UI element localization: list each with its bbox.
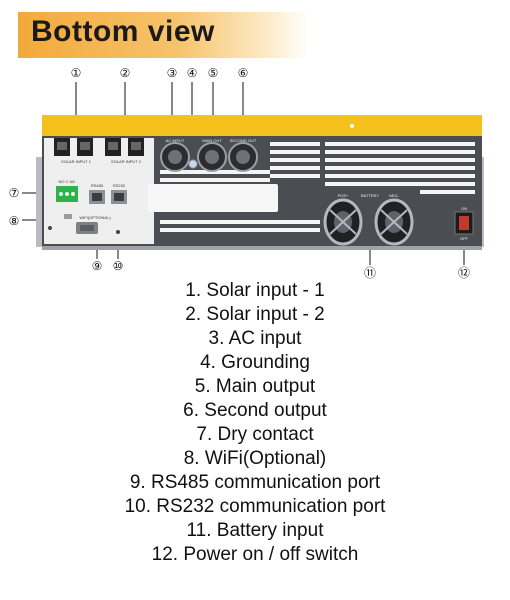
solar2-label: SOLAR INPUT 2 xyxy=(111,159,142,164)
callout-8: ⑧ xyxy=(9,214,20,228)
inverter-bottom-diagram: ① ② ③ ④ ⑤ ⑥ ⑦ ⑧ ⑨ ⑩ ⑪ ⑫ xyxy=(9,66,484,280)
callout-6: ⑥ xyxy=(238,66,249,80)
callout-5: ⑤ xyxy=(208,66,219,80)
second-output-gland xyxy=(228,142,258,172)
callout-4: ④ xyxy=(187,66,198,80)
wifi-label: WIFI(OPTIONAL) xyxy=(79,215,111,220)
legend-list: 1. Solar input - 1 2. Solar input - 2 3.… xyxy=(0,279,510,567)
rs232-label: RS232 xyxy=(113,183,126,188)
rs232-port xyxy=(111,190,127,204)
device-top-edge xyxy=(42,115,482,137)
rs485-port xyxy=(89,190,105,204)
battery-positive-gland xyxy=(323,198,363,246)
legend-item-11: 11. Battery input xyxy=(186,520,324,541)
second-out-label: SECOND OUT xyxy=(230,138,257,143)
callout-11: ⑪ xyxy=(364,266,376,280)
rs485-label: RS485 xyxy=(91,183,104,188)
solar-input-2-terminal xyxy=(105,138,144,156)
legend-item-3: 3. AC input xyxy=(208,328,302,349)
page-title: Bottom view xyxy=(31,15,215,48)
dry-contact-label: NO C NC xyxy=(59,179,76,184)
wifi-port xyxy=(64,214,98,234)
main-out-label: MAIN OUT xyxy=(202,138,222,143)
switch-on-label: ON xyxy=(461,206,467,211)
callout-10: ⑩ xyxy=(113,259,124,273)
legend-item-6: 6. Second output xyxy=(183,400,327,421)
main-output-gland xyxy=(197,142,227,172)
legend-item-9: 9. RS485 communication port xyxy=(129,472,381,493)
grounding-screw xyxy=(188,159,198,169)
left-bracket xyxy=(36,157,44,247)
battery-negative-gland xyxy=(374,198,414,246)
legend-item-12: 12. Power on / off switch xyxy=(151,544,359,565)
legend-item-1: 1. Solar input - 1 xyxy=(185,280,325,301)
ac-input-gland xyxy=(160,142,190,172)
legend-item-5: 5. Main output xyxy=(194,376,316,397)
bat-neg-label: NEG- xyxy=(389,193,400,198)
solar1-label: SOLAR INPUT 1 xyxy=(61,159,92,164)
callout-1: ① xyxy=(71,66,82,80)
callout-3: ③ xyxy=(167,66,178,80)
bat-pos-label: POS+ xyxy=(338,193,349,198)
label-plate xyxy=(148,184,278,212)
legend-item-8: 8. WiFi(Optional) xyxy=(183,448,327,469)
legend-item-10: 10. RS232 communication port xyxy=(124,496,386,517)
header-band xyxy=(18,12,308,58)
switch-off-label: OFF xyxy=(460,236,469,241)
callout-2: ② xyxy=(120,66,131,80)
callout-9: ⑨ xyxy=(92,259,103,273)
battery-label: BATTERY xyxy=(361,193,379,198)
legend-item-2: 2. Solar input - 2 xyxy=(185,304,325,325)
ac-input-label: AC INPUT xyxy=(166,138,185,143)
callout-7: ⑦ xyxy=(9,186,20,200)
solar-input-1-terminal xyxy=(54,138,93,156)
power-switch xyxy=(454,211,474,235)
legend-item-7: 7. Dry contact xyxy=(196,424,314,445)
callout-12: ⑫ xyxy=(458,266,470,280)
legend-item-4: 4. Grounding xyxy=(200,352,310,373)
dry-contact-terminal xyxy=(56,186,78,202)
